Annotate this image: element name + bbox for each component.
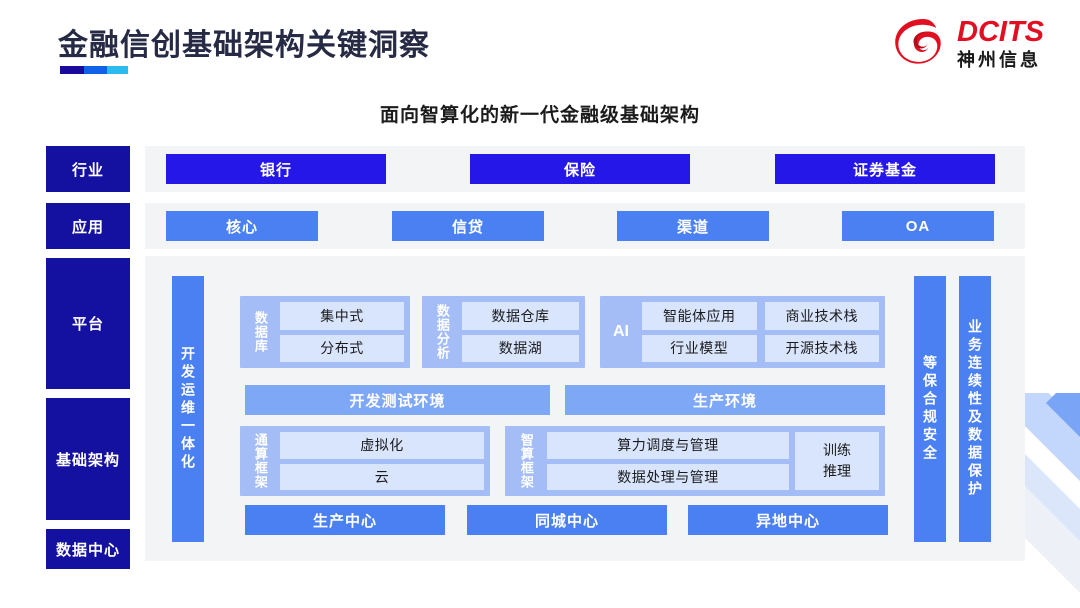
- application-chip-channel[interactable]: 渠道: [617, 211, 769, 241]
- cell-data-warehouse[interactable]: 数据仓库: [462, 302, 579, 330]
- industry-chip-bank[interactable]: 银行: [166, 154, 386, 184]
- group-data-analysis: 数据分析 数据仓库 数据湖: [422, 296, 585, 368]
- chip-label: 生产中心: [312, 512, 377, 530]
- business-continuity-vertical-bar[interactable]: 业务连续性及数据保护: [959, 276, 991, 542]
- logo-text-en: DCITS: [957, 16, 1044, 48]
- chip-label: 开发测试环境: [349, 392, 446, 410]
- page-subtitle: 面向智算化的新一代金融级基础架构: [379, 105, 700, 126]
- vbar-label: 开发运维一体化: [180, 346, 197, 472]
- brand-logo: DCITS 神州信息: [895, 18, 1044, 69]
- application-chip-credit[interactable]: 信贷: [392, 211, 544, 241]
- sidebar-item-platform[interactable]: 平台: [46, 258, 130, 389]
- cell-open-source-tech-stack[interactable]: 开源技术栈: [764, 334, 879, 362]
- chip-label: 异地中心: [755, 512, 820, 530]
- env-chip-dev-test[interactable]: 开发测试环境: [245, 385, 550, 415]
- group-label-intelligent-compute: 智算框架: [518, 433, 534, 489]
- cell-data-processing[interactable]: 数据处理与管理: [547, 463, 789, 490]
- sidebar-item-industry[interactable]: 行业: [46, 146, 130, 192]
- compliance-security-vertical-bar[interactable]: 等保合规安全: [914, 276, 946, 542]
- cell-centralized[interactable]: 集中式: [280, 302, 404, 330]
- dcits-swirl-icon: [895, 18, 941, 64]
- devops-vertical-bar[interactable]: 开发运维一体化: [172, 276, 204, 542]
- industry-chip-securities-fund[interactable]: 证券基金: [775, 154, 995, 184]
- chip-label: 渠道: [676, 218, 709, 236]
- sidebar-label: 基础架构: [55, 451, 120, 469]
- application-chip-core[interactable]: 核心: [166, 211, 318, 241]
- sidebar-item-infrastructure[interactable]: 基础架构: [46, 398, 130, 520]
- group-intelligent-compute-framework: 智算框架 算力调度与管理 数据处理与管理 训练 推理: [505, 426, 885, 496]
- group-ai: AI 智能体应用 商业技术栈 行业模型 开源技术栈: [600, 296, 885, 368]
- title-accent-bar: [60, 66, 128, 74]
- sidebar-label: 应用: [71, 218, 104, 236]
- sidebar-label: 行业: [71, 161, 104, 179]
- chip-label: 信贷: [451, 218, 484, 236]
- dc-chip-production-center[interactable]: 生产中心: [245, 505, 445, 535]
- sidebar-label: 平台: [71, 316, 104, 333]
- group-label-data-analysis: 数据分析: [434, 304, 450, 360]
- sidebar-label: 数据中心: [55, 541, 120, 559]
- sidebar-item-data-center[interactable]: 数据中心: [46, 529, 130, 569]
- group-label-ai: AI: [613, 323, 629, 340]
- cell-commercial-tech-stack[interactable]: 商业技术栈: [764, 302, 879, 330]
- env-chip-production[interactable]: 生产环境: [565, 385, 885, 415]
- vbar-label: 等保合规安全: [922, 355, 939, 463]
- group-general-compute-framework: 通算框架 虚拟化 云: [240, 426, 490, 496]
- chip-label: 核心: [225, 218, 258, 236]
- industry-chip-insurance[interactable]: 保险: [470, 154, 690, 184]
- cell-compute-scheduling[interactable]: 算力调度与管理: [547, 432, 789, 459]
- application-chip-oa[interactable]: OA: [842, 211, 994, 241]
- cell-cloud[interactable]: 云: [280, 463, 484, 490]
- group-database: 数据库 集中式 分布式: [240, 296, 410, 368]
- chip-label: 生产环境: [692, 392, 757, 410]
- chip-label: OA: [905, 217, 931, 235]
- logo-text-cn: 神州信息: [957, 50, 1041, 70]
- inference-label: 推理: [823, 463, 851, 479]
- cell-industry-model[interactable]: 行业模型: [642, 334, 757, 362]
- page-title: 金融信创基础架构关键洞察: [58, 29, 430, 62]
- group-label-database: 数据库: [252, 311, 268, 353]
- chip-label: 证券基金: [852, 161, 917, 179]
- chip-label: 同城中心: [534, 512, 599, 530]
- chip-label: 银行: [259, 161, 292, 179]
- cell-train-inference[interactable]: 训练 推理: [795, 432, 879, 490]
- cell-data-lake[interactable]: 数据湖: [462, 334, 579, 362]
- sidebar-item-application[interactable]: 应用: [46, 203, 130, 249]
- train-label: 训练: [823, 442, 851, 458]
- cell-agent-application[interactable]: 智能体应用: [642, 302, 757, 330]
- cell-virtualization[interactable]: 虚拟化: [280, 432, 484, 459]
- vbar-label: 业务连续性及数据保护: [967, 319, 984, 499]
- group-label-general-compute: 通算框架: [252, 433, 268, 489]
- chip-label: 保险: [563, 161, 596, 179]
- dc-chip-remote-center[interactable]: 异地中心: [688, 505, 888, 535]
- dc-chip-metro-center[interactable]: 同城中心: [467, 505, 667, 535]
- cell-distributed[interactable]: 分布式: [280, 334, 404, 362]
